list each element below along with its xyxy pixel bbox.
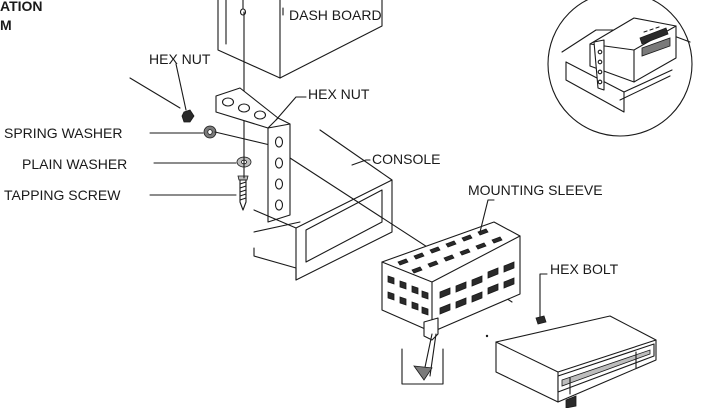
hex-bolt-leader [539, 273, 548, 321]
console-label: CONSOLE [372, 151, 440, 167]
hex-bolt-label: HEX BOLT [550, 261, 619, 277]
reference-dot [485, 334, 489, 338]
hex-nut-top-label: HEX NUT [149, 51, 211, 67]
tapping-screw-part [237, 175, 249, 211]
tapping-screw-label: TAPPING SCREW [4, 187, 121, 203]
hex-nut-top-leader [175, 63, 187, 111]
diagram-title-line1: ATION [0, 0, 43, 14]
hex-bolt-part [535, 315, 547, 325]
detail-inset [547, 0, 693, 137]
dash-board-drawing [217, 0, 383, 79]
console-leader [351, 159, 371, 166]
bracket-strap [215, 87, 291, 223]
spring-washer-label: SPRING WASHER [4, 125, 123, 141]
mounting-sleeve-leader [479, 199, 495, 233]
spring-washer-part [203, 125, 217, 139]
hex-nut-top-part [181, 109, 195, 123]
tab-detail-box [401, 333, 444, 385]
hex-nut-bracket-label: HEX NUT [308, 86, 370, 102]
diagram-title-line2: M [0, 17, 12, 33]
hex-nut-bracket-leader [275, 96, 307, 121]
plain-washer-label: PLAIN WASHER [22, 156, 127, 172]
dash-board-label: DASH BOARD [289, 7, 382, 23]
radio-unit-drawing [495, 315, 657, 408]
bolt-axis-line [129, 77, 181, 109]
console-drawing [253, 129, 393, 281]
mounting-sleeve-label: MOUNTING SLEEVE [468, 182, 603, 198]
mounting-sleeve-drawing [381, 221, 521, 341]
